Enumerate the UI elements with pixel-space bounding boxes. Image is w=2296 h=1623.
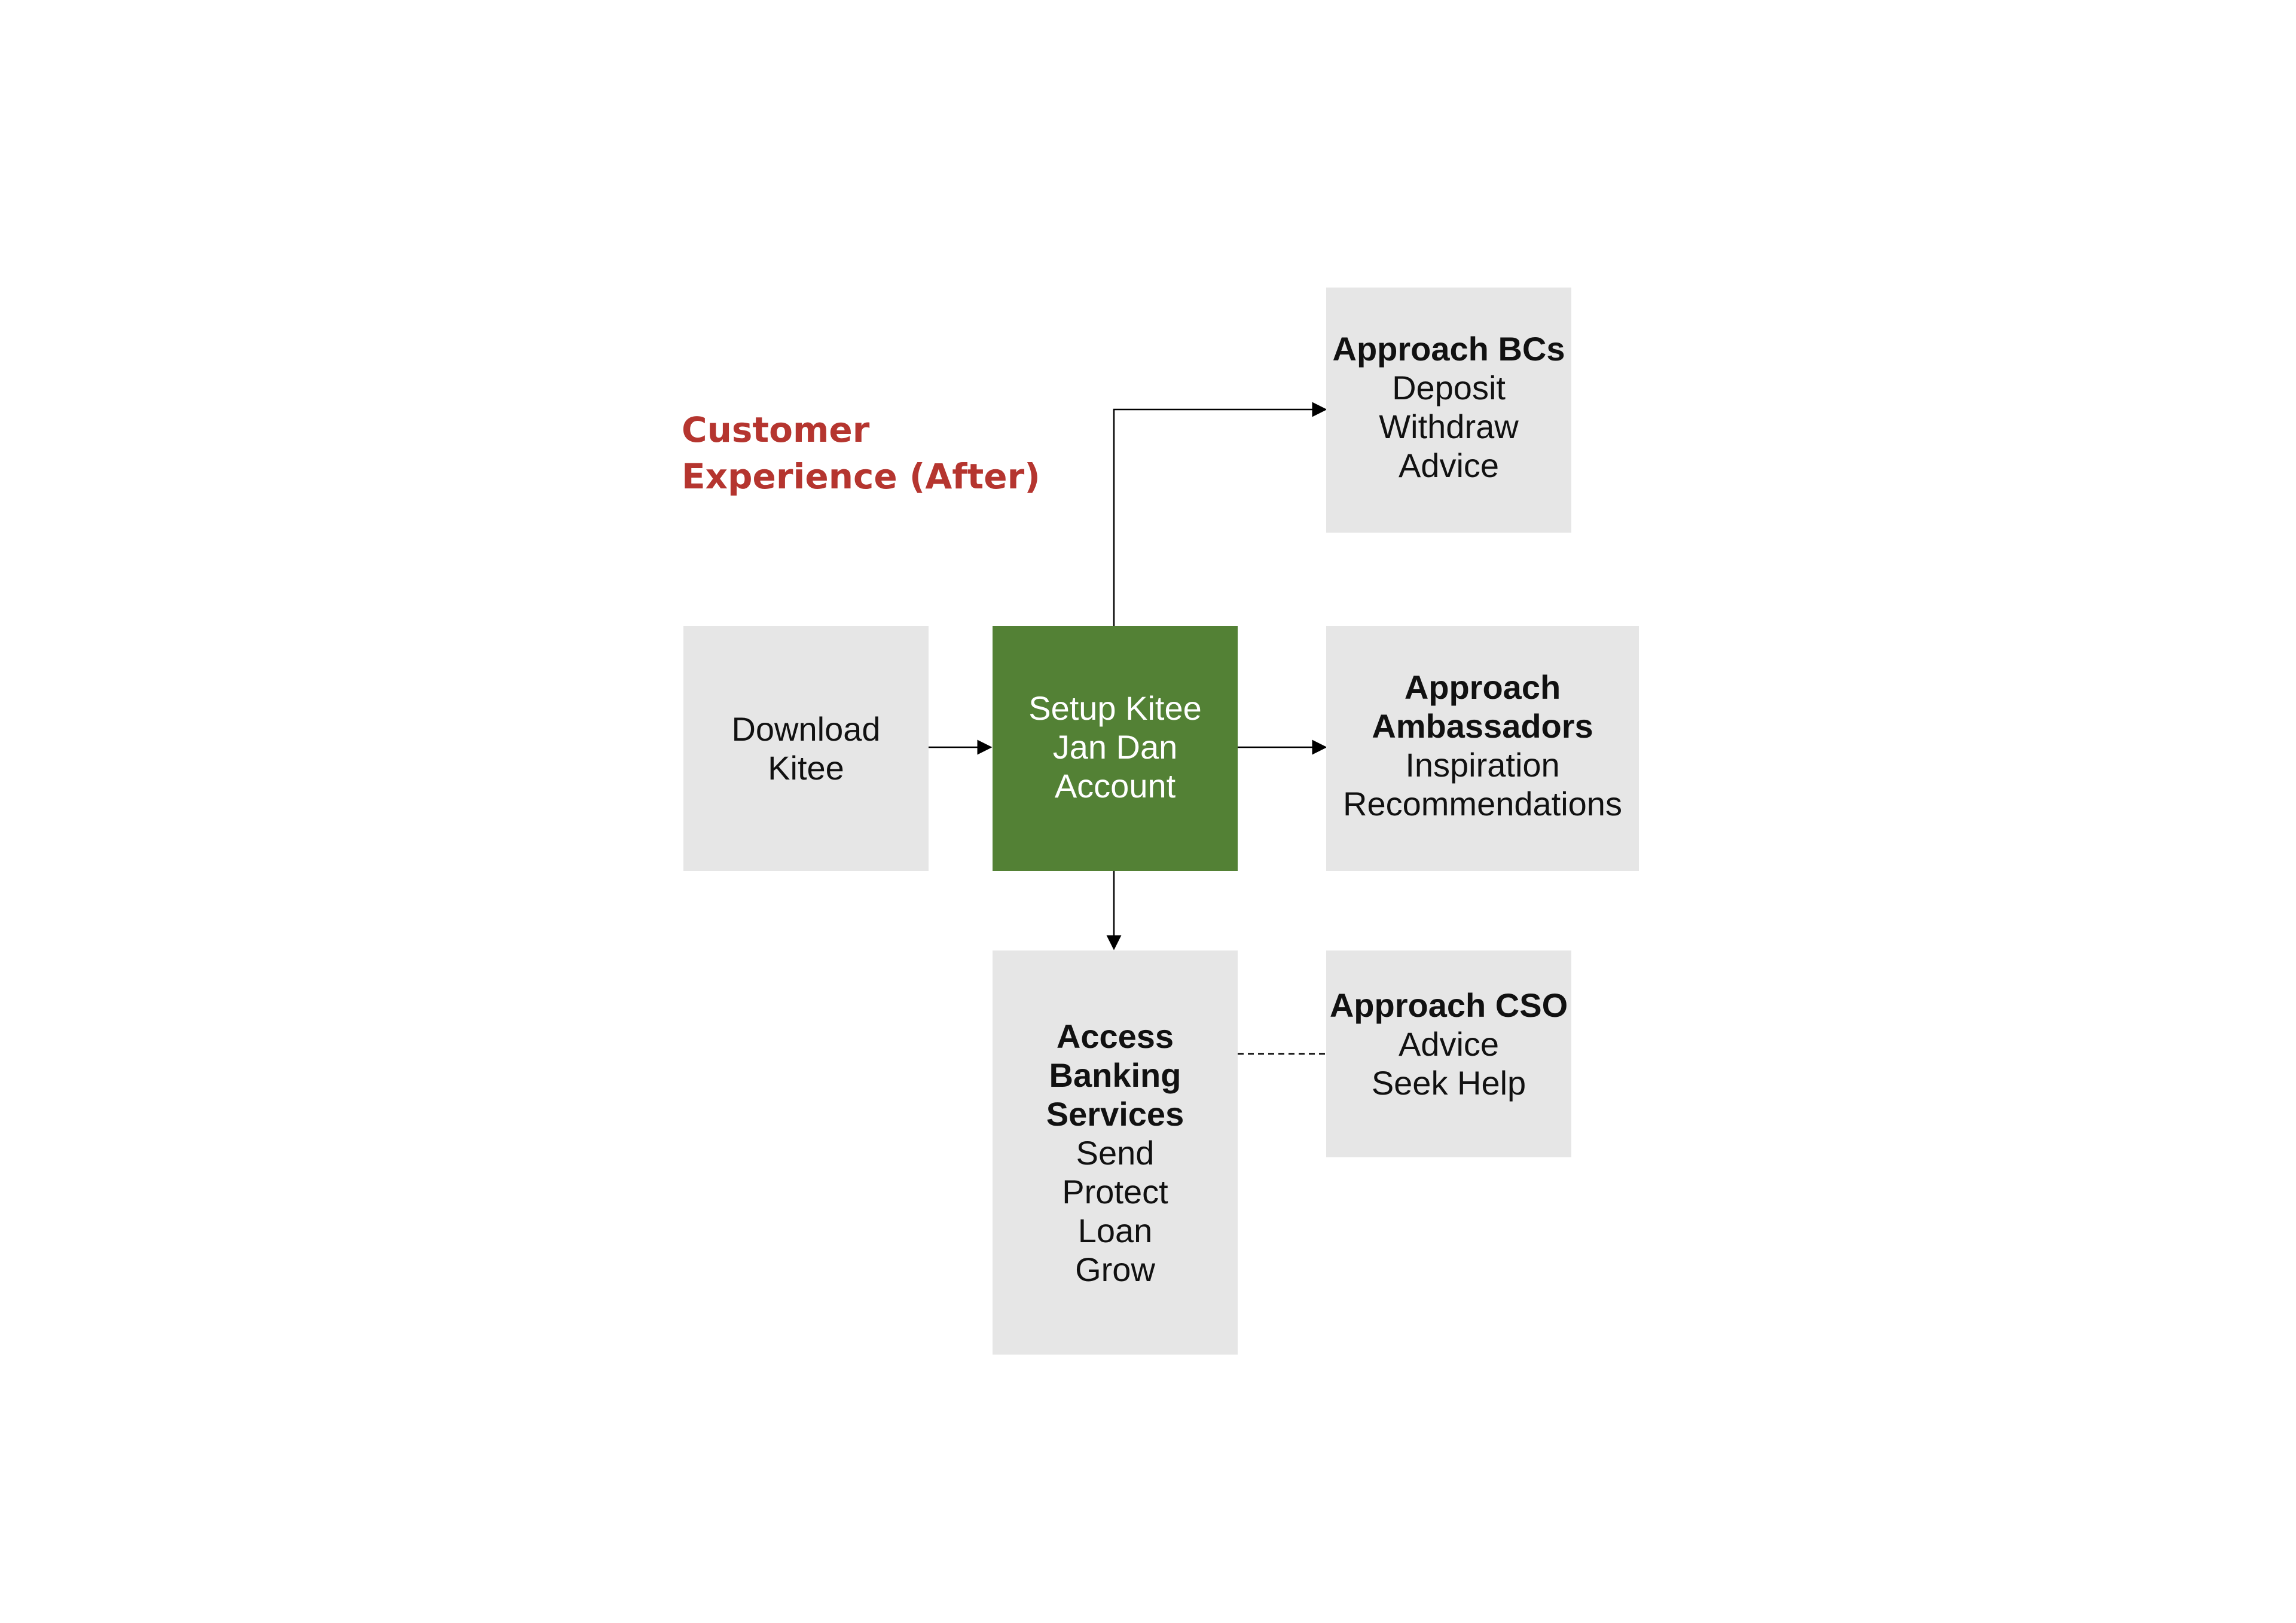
node-access-banking-heading-1: Access — [1056, 1017, 1174, 1055]
node-setup-line-2: Jan Dan — [1052, 728, 1178, 766]
diagram-title-line-1: Customer — [682, 409, 870, 450]
diagram-title-line-2: Experience (After) — [682, 456, 1040, 497]
node-setup-kitee-account: Setup Kitee Jan Dan Account — [993, 626, 1238, 871]
node-download-kitee-line-2: Kitee — [768, 749, 844, 787]
node-approach-cso-line-2: Seek Help — [1371, 1063, 1526, 1102]
node-approach-ambassadors-heading-1: Approach — [1404, 668, 1561, 706]
node-access-banking-heading-2: Banking — [1049, 1056, 1181, 1094]
node-access-banking-line-1: Send — [1076, 1133, 1155, 1172]
diagram-title: Customer Experience (After) — [682, 406, 1100, 500]
node-approach-bcs-line-3: Advice — [1398, 447, 1500, 484]
node-approach-bcs-heading: Approach BCs — [1332, 330, 1565, 368]
node-approach-cso-heading: Approach CSO — [1329, 986, 1568, 1024]
node-approach-ambassadors-line-2: Recommendations — [1343, 785, 1622, 823]
node-access-banking-line-4: Grow — [1075, 1250, 1155, 1288]
node-approach-bcs-line-1: Deposit — [1392, 369, 1506, 406]
node-approach-ambassadors-heading-2: Ambassadors — [1372, 707, 1593, 745]
node-setup-line-1: Setup Kitee — [1028, 689, 1202, 727]
node-approach-ambassadors-line-1: Inspiration — [1405, 746, 1560, 784]
node-access-banking-heading-3: Services — [1046, 1095, 1184, 1133]
node-approach-cso: Approach CSO Advice Seek Help — [1326, 950, 1571, 1157]
node-setup-line-3: Account — [1054, 766, 1176, 805]
arrow-setup-to-approach-bcs — [1113, 402, 1327, 626]
node-access-banking-line-3: Loan — [1077, 1211, 1153, 1249]
node-approach-ambassadors: Approach Ambassadors Inspiration Recomme… — [1326, 626, 1639, 871]
node-access-banking-services: Access Banking Services Send Protect Loa… — [993, 950, 1238, 1355]
node-download-kitee: Download Kitee — [683, 626, 929, 871]
node-download-kitee-line-1: Download — [731, 710, 881, 748]
node-approach-bcs-line-2: Withdraw — [1379, 408, 1519, 445]
node-approach-cso-line-1: Advice — [1398, 1025, 1500, 1063]
node-approach-bcs: Approach BCs Deposit Withdraw Advice — [1326, 288, 1571, 533]
node-access-banking-line-2: Protect — [1062, 1172, 1168, 1211]
